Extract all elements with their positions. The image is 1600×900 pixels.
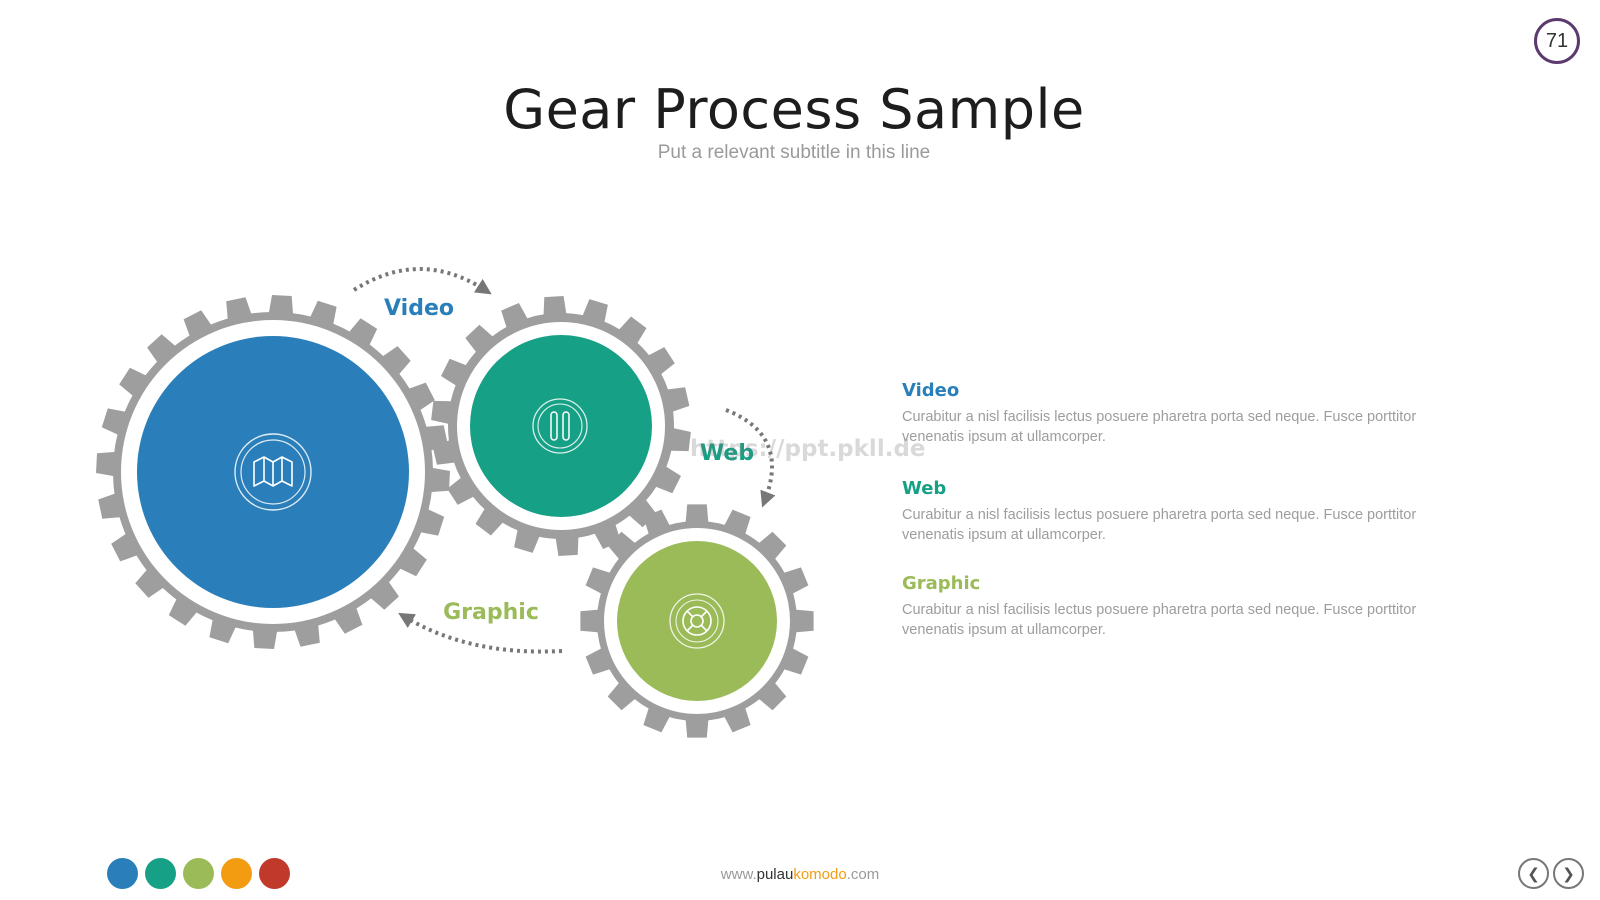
gear-graphic	[580, 504, 814, 738]
gear-video	[96, 295, 450, 649]
gear-label-web: Web	[700, 441, 754, 466]
gear-label-video: Video	[384, 296, 454, 321]
gear-web	[431, 296, 691, 556]
watermark-text: https://ppt.pkll.de	[690, 436, 926, 462]
description-web: Web Curabitur a nisl facilisis lectus po…	[902, 478, 1462, 545]
palette-dot-red	[259, 858, 290, 889]
usb-connector-icon	[532, 398, 588, 454]
gear-core	[470, 335, 652, 517]
arrow-video-to-web	[352, 267, 492, 295]
description-text: Curabitur a nisl facilisis lectus posuer…	[902, 409, 1417, 445]
map-icon	[234, 433, 312, 511]
palette-dot-green	[183, 858, 214, 889]
chevron-right-icon: ❯	[1562, 865, 1575, 883]
description-heading: Video	[902, 380, 960, 401]
slide-title: Gear Process Sample	[503, 78, 1085, 141]
gear-core	[617, 541, 777, 701]
footer-url-mid: pulau	[756, 866, 794, 883]
footer-url-suffix: .com	[846, 866, 880, 883]
chevron-left-icon: ❮	[1527, 865, 1540, 883]
lifebuoy-icon	[669, 593, 725, 649]
slide-subtitle: Put a relevant subtitle in this line	[657, 142, 931, 163]
description-graphic: Graphic Curabitur a nisl facilisis lectu…	[902, 573, 1462, 640]
previous-slide-button[interactable]: ❮	[1518, 858, 1549, 889]
page-number-badge: 71	[1534, 18, 1580, 64]
palette-dot-blue	[107, 858, 138, 889]
description-text: Curabitur a nisl facilisis lectus posuer…	[902, 602, 1417, 638]
description-text: Curabitur a nisl facilisis lectus posuer…	[902, 507, 1417, 543]
palette-dot-orange	[221, 858, 252, 889]
description-video: Video Curabitur a nisl facilisis lectus …	[902, 380, 1462, 447]
palette-dot-teal	[145, 858, 176, 889]
description-heading: Graphic	[902, 573, 981, 594]
gear-label-graphic: Graphic	[443, 600, 539, 625]
footer-url-highlight: komodo	[793, 866, 847, 883]
description-heading: Web	[902, 478, 947, 499]
color-palette	[107, 858, 290, 889]
next-slide-button[interactable]: ❯	[1553, 858, 1584, 889]
arrow-graphic-to-video	[398, 612, 563, 654]
arrow-web-to-graphic	[725, 408, 776, 508]
footer-website: www.pulaukomodo.com	[0, 866, 1600, 883]
footer-url-prefix: www.	[720, 866, 757, 883]
